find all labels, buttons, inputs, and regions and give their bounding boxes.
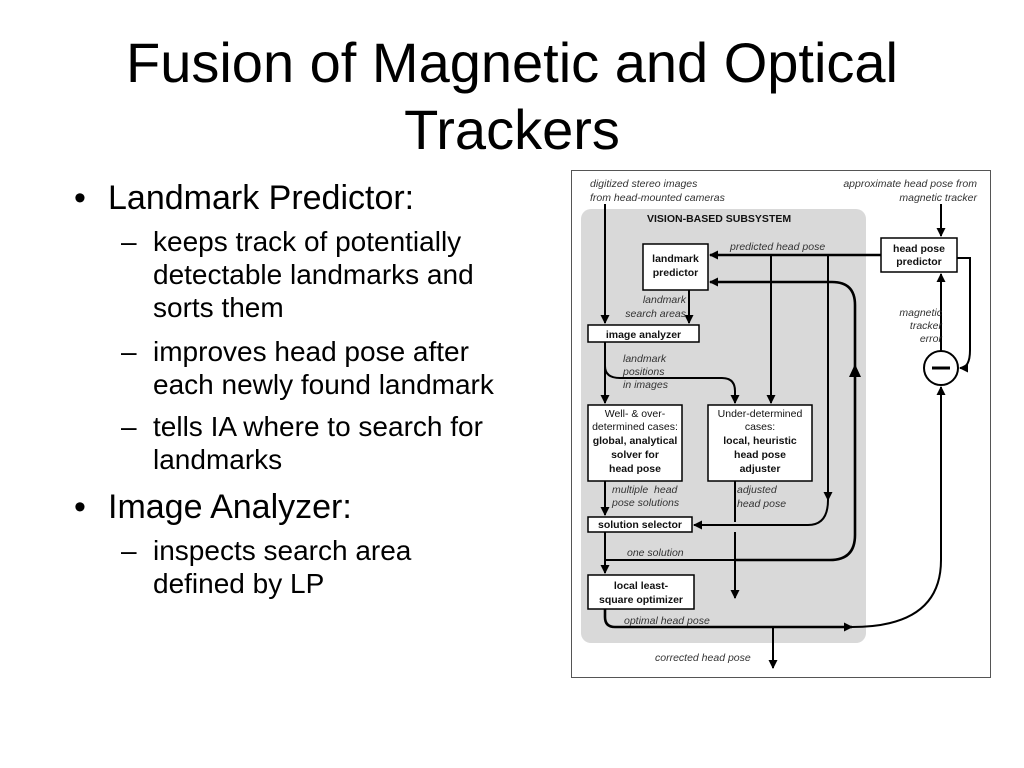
slide-title: Fusion of Magnetic and Optical Trackers [126, 31, 898, 161]
multiple-solutions-label-line-1: multiple head [612, 484, 679, 496]
image-analyzer-box: image analyzer [587, 324, 700, 343]
optimizer-line-1: local least- [614, 580, 669, 592]
sub-bullet-inspects-area: inspects search area defined by LP [121, 534, 411, 600]
head-pose-predictor-line-2: predictor [896, 256, 942, 268]
corrected-head-pose-label: corrected head pose [655, 652, 751, 664]
positions-label-line-2: positions [622, 366, 665, 378]
input-label-line-1: digitized stereo images [590, 178, 698, 190]
positions-label-line-3: in images [623, 379, 669, 391]
image-analyzer-text: image analyzer [606, 329, 681, 341]
search-areas-label-line-1: landmark [643, 294, 687, 306]
bullet-landmark-predictor: Landmark Predictor: [74, 178, 414, 218]
well-determined-frame [587, 404, 683, 482]
tracker-error-label-line-1: magnetic [899, 307, 942, 319]
well-determined-body-2: solver for [611, 449, 659, 461]
positions-label-line-1: landmark [623, 353, 667, 365]
head-pose-predictor-line-1: head pose [893, 243, 945, 255]
one-solution-label: one solution [627, 547, 684, 559]
under-determined-adjuster-box: Under-determined cases: local, heuristic… [707, 404, 813, 482]
predicted-head-pose-label: predicted head pose [729, 241, 825, 253]
optimizer-output-arrow [603, 609, 853, 632]
landmark-predictor-frame [642, 243, 709, 291]
landmark-predictor-box: landmark predictor [642, 243, 709, 291]
positions-to-under-determined-arrow [604, 365, 740, 404]
head-pose-predictor-box: head pose predictor [880, 237, 958, 273]
head-pose-predictor-frame [880, 237, 958, 273]
optimal-head-pose-label: optimal head pose [624, 615, 710, 627]
well-determined-body-3: head pose [609, 463, 661, 475]
image-analyzer-frame [587, 324, 700, 343]
landmark-predictor-line-1: landmark [652, 253, 699, 265]
input-label-line-2: from head-mounted cameras [590, 192, 726, 204]
optimizer-line-2: square optimizer [599, 594, 683, 606]
solution-selector-text: solution selector [598, 519, 682, 531]
landmark-predictor-line-2: predictor [653, 267, 699, 279]
subsystem-title: VISION-BASED SUBSYSTEM [647, 213, 791, 225]
well-determined-heading-2: determined cases: [592, 421, 678, 433]
well-determined-solver-box: Well- & over- determined cases: global, … [587, 404, 683, 482]
tracker-error-label-line-2: tracker [910, 320, 943, 332]
under-determined-heading-1: Under-determined [718, 408, 803, 420]
multiple-solutions-label-line-2: pose solutions [611, 497, 680, 509]
solution-selector-box: solution selector [587, 516, 693, 533]
magnetic-input-label-line-2: magnetic tracker [899, 192, 977, 204]
adjusted-label-line-2: head pose [737, 498, 786, 510]
adjusted-label-line-1: adjusted [737, 484, 778, 496]
predictor-to-comparator-arrow [957, 257, 971, 373]
magnetic-input-label-line-1: approximate head pose from [843, 178, 977, 190]
optimizer-frame [587, 574, 695, 610]
well-determined-body-1: global, analytical [593, 435, 678, 447]
tracker-fusion-diagram: digitized stereo images from head-mounte… [571, 170, 991, 678]
bullet-image-analyzer: Image Analyzer: [74, 487, 352, 527]
under-determined-body-2: head pose [734, 449, 786, 461]
sub-bullet-keeps-track: keeps track of potentially detectable la… [121, 225, 474, 324]
under-determined-body-1: local, heuristic [723, 435, 797, 447]
sub-bullet-tells-ia: tells IA where to search for landmarks [121, 410, 483, 476]
under-determined-frame [707, 404, 813, 482]
optimal-to-comparator-arrow [851, 386, 946, 628]
search-areas-label-line-2: search areas [625, 308, 686, 320]
solution-selector-frame [587, 516, 693, 533]
tracker-error-label-line-3: error [920, 333, 943, 345]
feedback-to-landmark-predictor-arrow [709, 277, 857, 562]
well-determined-heading-1: Well- & over- [605, 408, 666, 420]
under-determined-body-3: adjuster [740, 463, 781, 475]
predicted-to-selector-arrow [693, 499, 829, 530]
under-determined-heading-2: cases: [745, 421, 775, 433]
feedback-up-arrowhead [849, 364, 861, 377]
sub-bullet-improves-pose: improves head pose after each newly foun… [121, 335, 494, 401]
least-square-optimizer-box: local least- square optimizer [587, 574, 695, 610]
